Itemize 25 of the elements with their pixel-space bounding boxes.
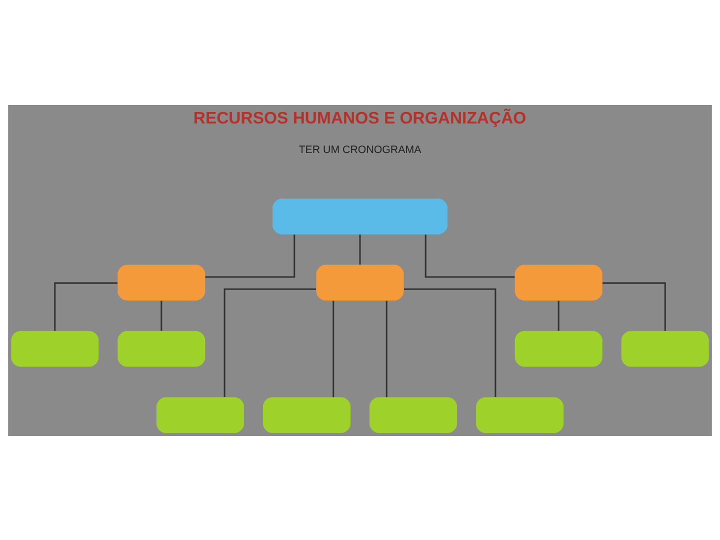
node-box [118, 264, 206, 300]
node-box [514, 330, 602, 366]
node-box [316, 264, 404, 300]
connector [558, 300, 560, 330]
node-box [11, 330, 99, 366]
connector [386, 300, 388, 397]
node-box [272, 198, 448, 234]
connector [224, 288, 316, 397]
connector [359, 234, 361, 264]
connector [602, 282, 666, 330]
connector [404, 288, 496, 397]
diagram-title: RECURSOS HUMANOS E ORGANIZAÇÃO [193, 108, 526, 128]
connector [332, 300, 334, 397]
connector [424, 234, 515, 278]
node-box [514, 264, 602, 300]
label: TER UM CRONOGRAMA [298, 144, 422, 156]
connector [54, 282, 118, 330]
node-box [262, 396, 350, 432]
node-box [118, 330, 206, 366]
connector [160, 300, 162, 330]
node-box [156, 396, 244, 432]
node-box [476, 396, 564, 432]
node-box [370, 396, 458, 432]
connector [205, 234, 296, 278]
node-box [621, 330, 709, 366]
